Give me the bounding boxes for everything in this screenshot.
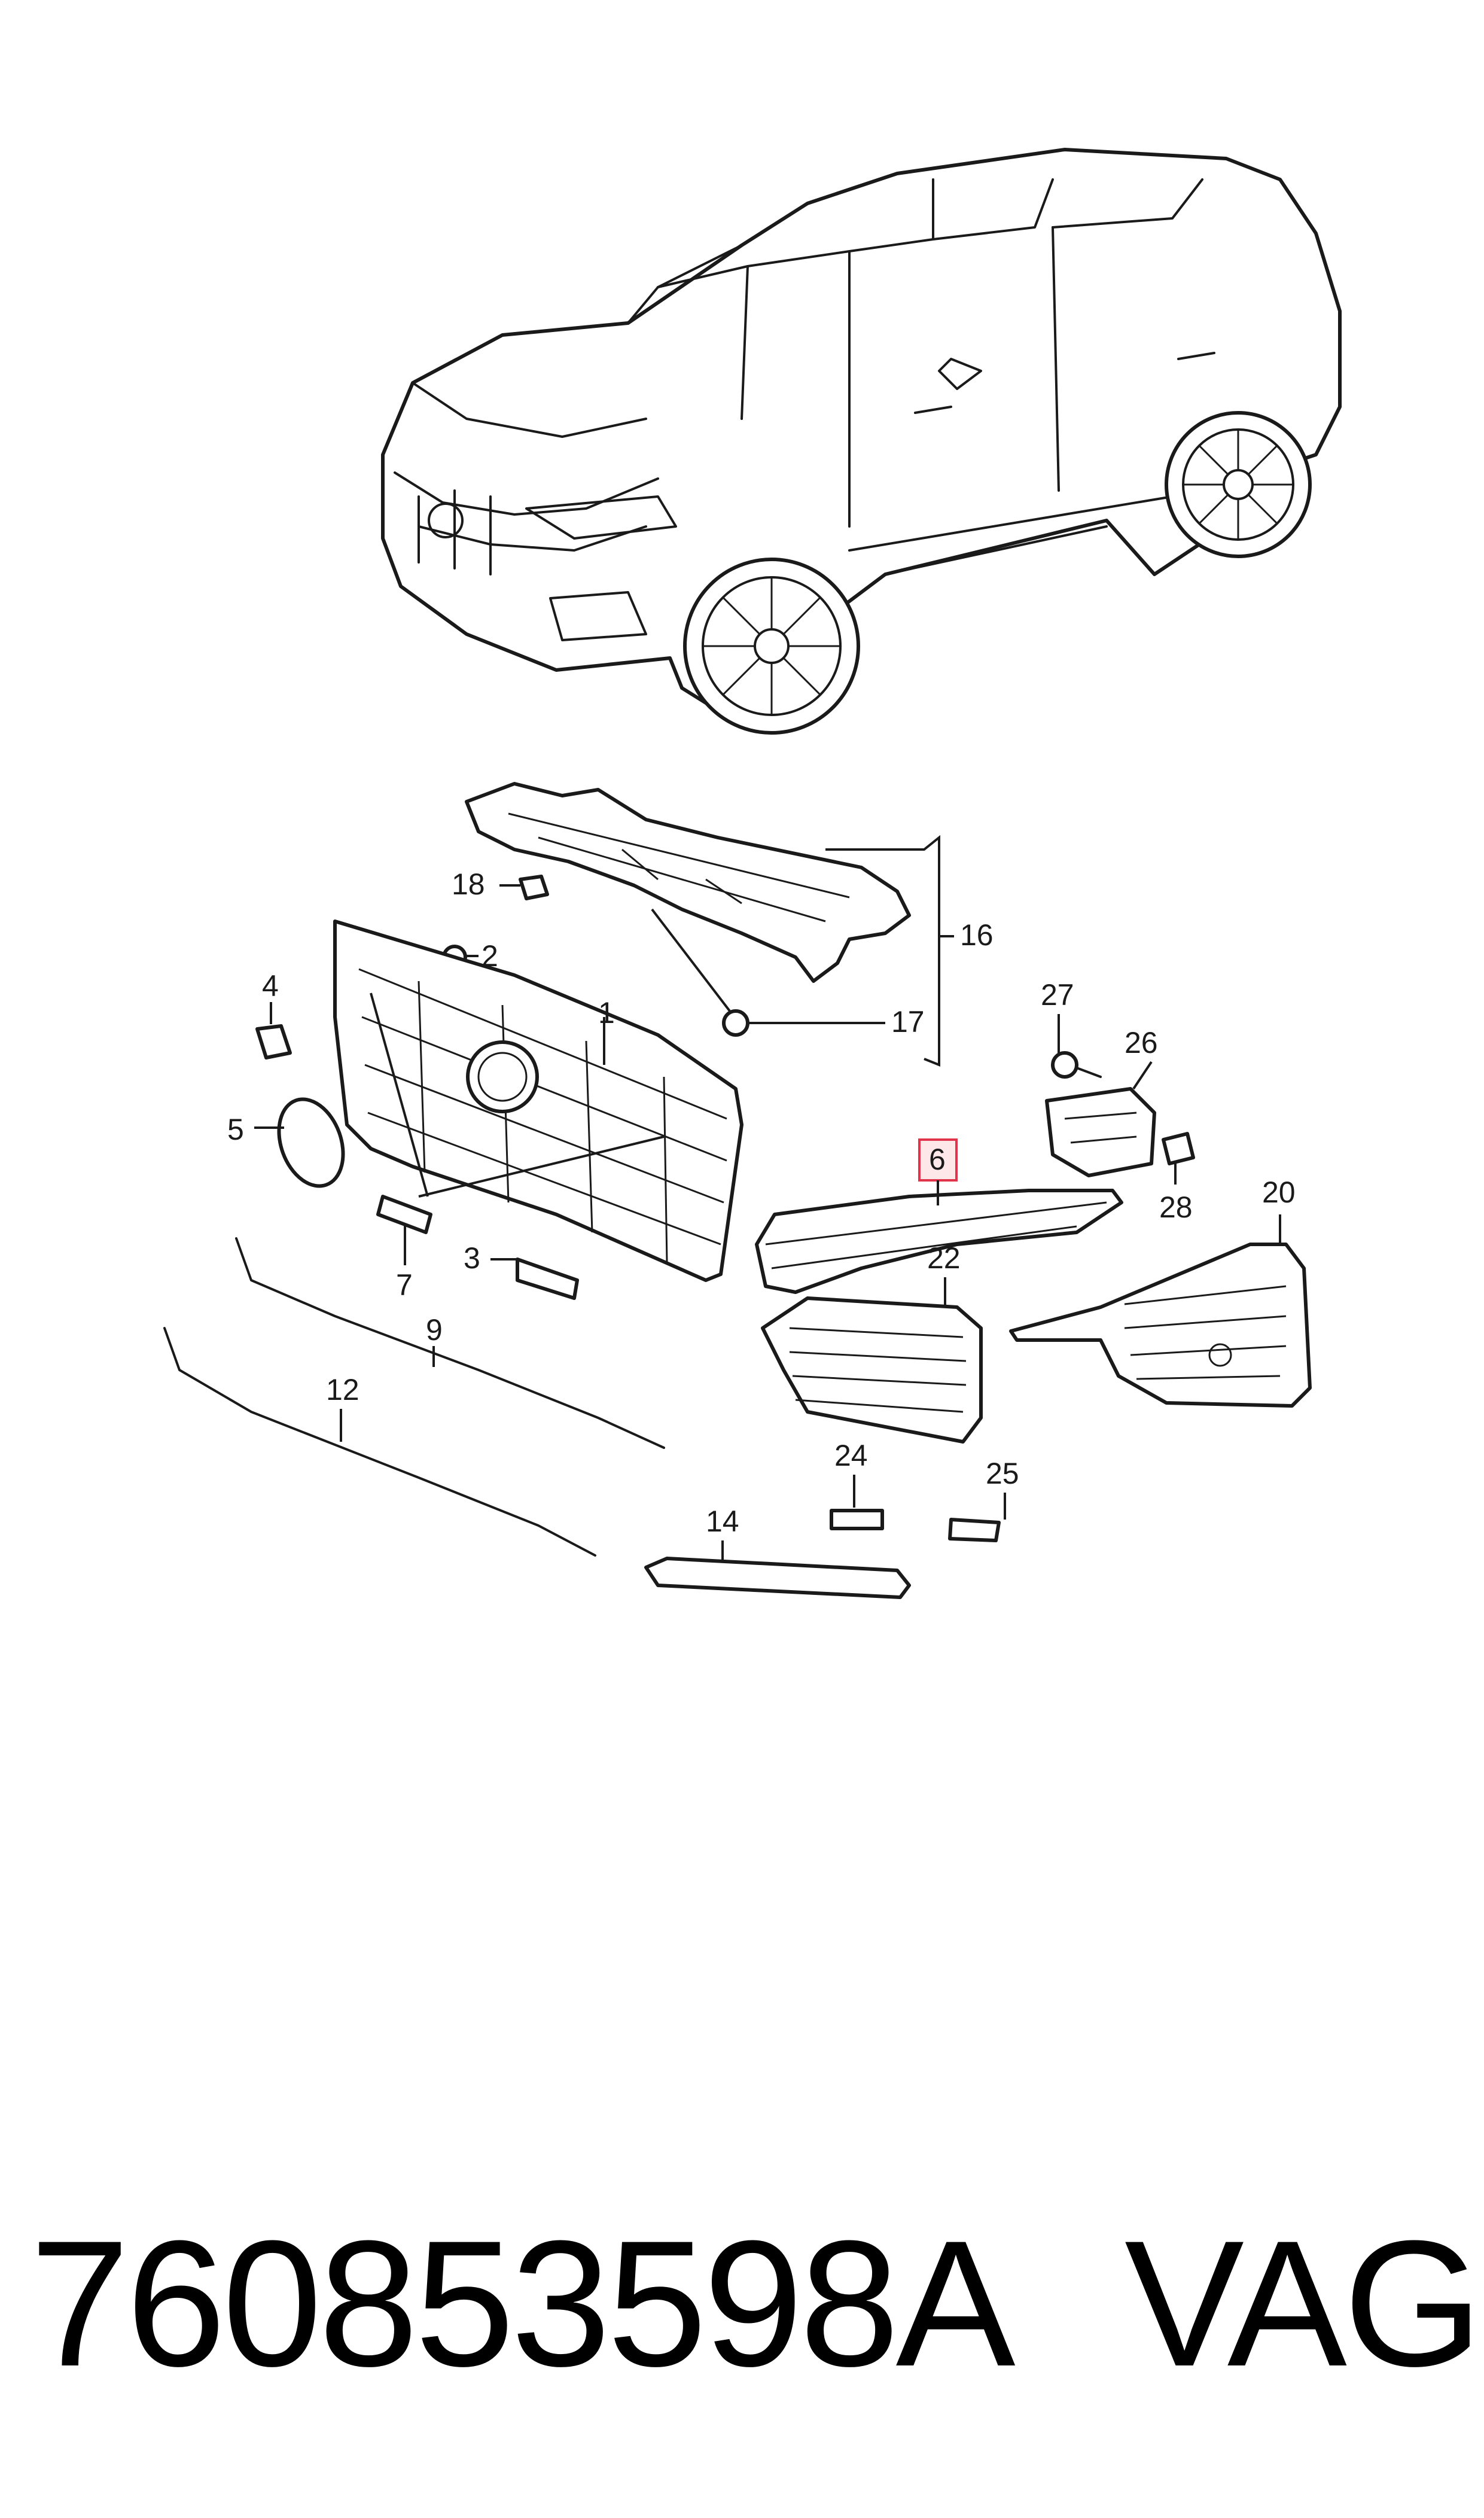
- trim-7: [376, 1195, 432, 1234]
- screw-27: [1051, 1014, 1102, 1079]
- callout-20: 20: [1262, 1176, 1296, 1209]
- callout-18: 18: [452, 867, 485, 901]
- callout-17: 17: [891, 1005, 925, 1039]
- clip-24: [830, 1509, 884, 1530]
- grommet-17: [722, 1009, 749, 1037]
- callout-16: 16: [960, 918, 994, 952]
- carrier-bracket-16: [465, 782, 954, 1067]
- clip-4: [255, 1024, 292, 1059]
- callout-3: 3: [464, 1241, 480, 1275]
- clip-28: [1162, 1132, 1195, 1165]
- clip-18: [519, 875, 549, 900]
- trim-strip-12: [163, 1327, 596, 1557]
- callout-2: 2: [482, 939, 498, 973]
- leader-17: [651, 908, 885, 1024]
- trim-strip-9: [235, 1237, 665, 1449]
- callout-labels: 1 2 3 4 5 6 7 9 12 14 16 17 18 20 22 24 …: [227, 867, 1296, 1538]
- callout-5: 5: [227, 1113, 244, 1146]
- clip-25: [948, 1518, 1001, 1542]
- radiator-grille-1: [333, 919, 743, 1282]
- bracket-26: [1045, 1061, 1156, 1177]
- callout-4: 4: [262, 969, 279, 1003]
- emblem-5: [277, 1097, 345, 1188]
- callout-6: 6: [929, 1143, 946, 1176]
- callout-26: 26: [1125, 1026, 1158, 1059]
- vent-grille-22: [761, 1277, 983, 1444]
- callout-25: 25: [986, 1457, 1019, 1490]
- fog-surround-20: [1009, 1214, 1312, 1408]
- vehicle-illustration: [381, 148, 1342, 735]
- brand-caption: VAG: [1125, 2203, 1483, 2404]
- trim-6: [755, 1138, 1123, 1294]
- callout-1: 1: [598, 996, 615, 1030]
- trim-strip-14: [644, 1557, 911, 1599]
- callout-22: 22: [927, 1241, 961, 1275]
- callout-7: 7: [396, 1268, 413, 1302]
- callout-24: 24: [834, 1439, 868, 1472]
- part-number-caption: 760853598A: [30, 2203, 1016, 2404]
- callout-28: 28: [1159, 1191, 1193, 1224]
- callout-14: 14: [706, 1505, 739, 1538]
- callout-12: 12: [326, 1373, 359, 1406]
- callout-27: 27: [1041, 978, 1074, 1012]
- clip-3: [516, 1258, 579, 1300]
- callout-9: 9: [426, 1313, 443, 1347]
